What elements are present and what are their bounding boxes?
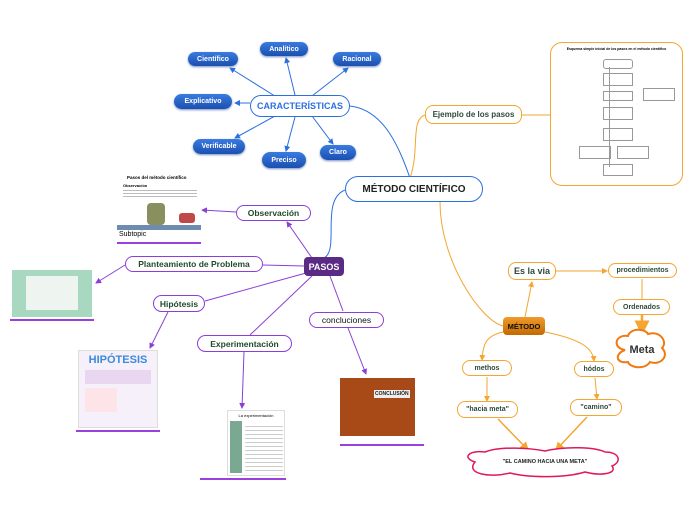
pasos-node[interactable]: PASOS — [304, 257, 344, 276]
node-racional[interactable]: Racional — [333, 52, 381, 66]
camino-meta-label[interactable]: "EL CAMINO HACIA UNA META" — [502, 459, 588, 465]
node-preciso[interactable]: Preciso — [262, 152, 306, 168]
flowchart-title: Esquema simple inicial de los pasos en e… — [566, 47, 667, 51]
conclusion-image-title: CONCLUSIÓN — [374, 390, 410, 398]
underline — [200, 478, 286, 480]
node-experimentacion[interactable]: Experimentación — [197, 335, 292, 352]
underline — [117, 242, 201, 244]
node-es-la-via[interactable]: Es la via — [508, 262, 556, 280]
underline — [76, 430, 160, 432]
node-hodos[interactable]: hódos — [574, 361, 614, 377]
node-concluciones[interactable]: concluciones — [309, 312, 384, 328]
experimentacion-image: La experimentación — [227, 410, 285, 476]
metodo-node[interactable]: MÉTODO — [503, 317, 545, 335]
observacion-image: Pasos del método científico Observación — [117, 175, 201, 233]
flowchart-image: Esquema simple inicial de los pasos en e… — [550, 42, 683, 186]
node-camino[interactable]: "camino" — [570, 399, 622, 416]
node-explicativo[interactable]: Explicativo — [174, 94, 232, 109]
node-cientifico[interactable]: Científico — [188, 52, 238, 66]
hipotesis-image-title: HIPÓTESIS — [88, 354, 148, 366]
experimentacion-image-title: La experimentación — [238, 413, 274, 418]
meta-label[interactable]: Meta — [629, 344, 655, 356]
observacion-image-title: Pasos del método científico — [127, 175, 187, 180]
meta-cloud — [615, 328, 666, 369]
node-hipotesis[interactable]: Hipótesis — [153, 295, 205, 312]
hipotesis-image: HIPÓTESIS — [78, 350, 158, 428]
caracteristicas-node[interactable]: CARACTERÍSTICAS — [250, 95, 350, 117]
node-planteamiento[interactable]: Planteamiento de Problema — [125, 256, 263, 272]
node-ordenados[interactable]: Ordenados — [613, 299, 670, 315]
planteamiento-image — [12, 270, 92, 317]
conclusion-image: CONCLUSIÓN — [340, 378, 415, 436]
node-observacion[interactable]: Observación — [236, 205, 311, 221]
node-methos[interactable]: methos — [462, 360, 512, 376]
ejemplo-node[interactable]: Ejemplo de los pasos — [425, 105, 522, 124]
camino-cloud — [467, 447, 619, 478]
node-procedimientos[interactable]: procedimientos — [608, 263, 677, 278]
node-analitico[interactable]: Analítico — [260, 42, 308, 56]
underline — [10, 319, 94, 321]
root-node[interactable]: MÉTODO CIENTÍFICO — [345, 176, 483, 202]
observacion-caption: Subtopic — [119, 231, 147, 238]
node-hacia-meta[interactable]: "hacia meta" — [457, 401, 518, 418]
node-claro[interactable]: Claro — [320, 145, 356, 160]
node-verificable[interactable]: Verificable — [193, 139, 245, 154]
underline — [340, 444, 424, 446]
observacion-image-subtitle: Observación — [123, 183, 148, 188]
